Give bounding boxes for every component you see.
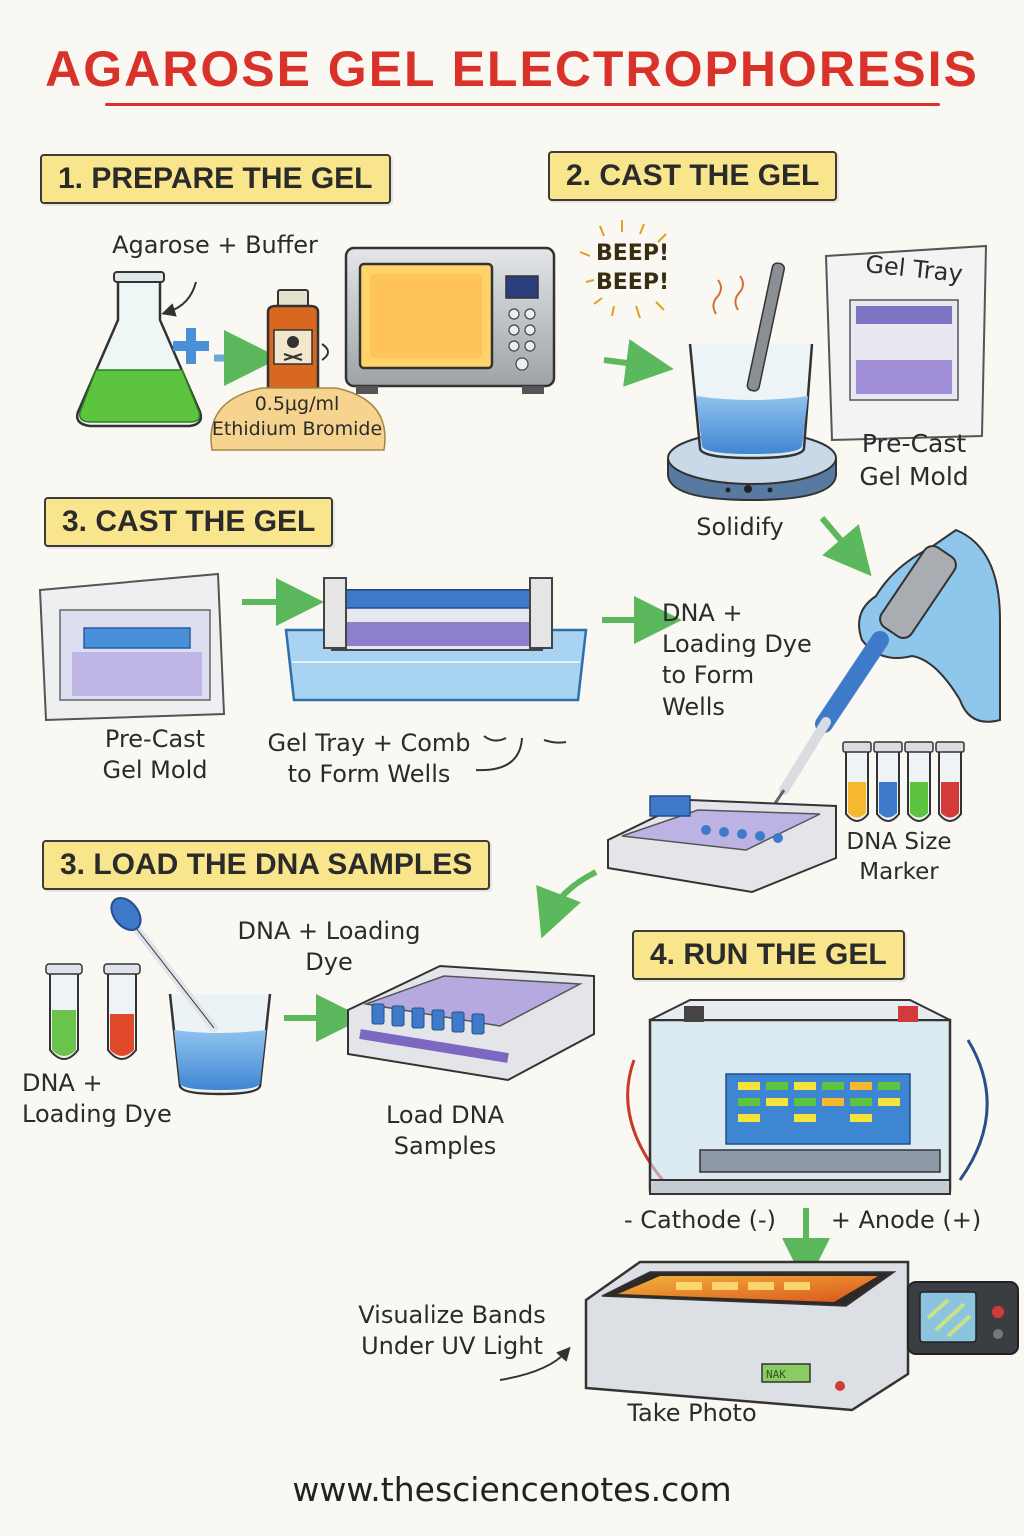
label-solidify: Solidify (696, 513, 784, 541)
label-load-samples: Load DNA Samples (385, 1101, 505, 1161)
label-take-photo: Take Photo (627, 1399, 757, 1427)
label-anode: + Anode (+) (830, 1206, 982, 1234)
website-footer: www.thesciencenotes.com (292, 1470, 732, 1509)
gel-tray-comb-icon (284, 577, 588, 702)
label-dna-dye-center: DNA + Loading Dye (237, 917, 421, 977)
loading-gel-box-icon (607, 795, 837, 894)
electrophoresis-chamber-icon (626, 999, 989, 1195)
label-dna-dye-wells: DNA + Loading Dye to Form Wells (662, 599, 812, 721)
label-platform-icon (210, 387, 386, 451)
label-precast-mold-left: Pre-Cast Gel Mold (102, 725, 208, 785)
pointer-arrow-icon (499, 1346, 571, 1381)
pointer-arrow-icon (161, 281, 197, 317)
uv-transilluminator-icon (584, 1260, 910, 1412)
camera-icon (907, 1281, 1019, 1355)
step-banner-cast-b: 3. CAST THE GEL (44, 497, 334, 547)
squiggle-arrow-icon (475, 735, 567, 772)
label-agarose-buffer: Agarose + Buffer (112, 231, 318, 259)
transilluminator-display: NAK (766, 1368, 786, 1381)
arrow-icon (536, 869, 598, 939)
microwave-icon (344, 246, 556, 394)
step-banner-prepare: 1. PREPARE THE GEL (40, 154, 391, 204)
reagent-bottle-icon (266, 289, 320, 396)
step-banner-cast-a: 2. CAST THE GEL (548, 151, 838, 201)
label-dna-size-marker: DNA Size Marker (846, 829, 952, 885)
loaded-gel-box-icon (347, 964, 595, 1082)
beep-burst-icon (579, 220, 667, 319)
label-dna-dye-left: DNA + Loading Dye (22, 1069, 172, 1129)
arrow-icon (819, 516, 872, 577)
erlenmeyer-flask-icon (76, 271, 203, 428)
arrow-icon (603, 339, 674, 387)
page-title: AGAROSE GEL ELECTROPHORESIS (45, 41, 979, 97)
label-beep: BEEP! BEEP! (596, 241, 669, 295)
gel-mold-package-icon (38, 572, 226, 722)
label-precast-mold-top: Pre-Cast Gel Mold (859, 429, 969, 491)
dna-size-marker-tubes-icon (842, 741, 965, 822)
label-ethidium-bromide: 0.5μg/ml Ethidium Bromide (211, 393, 383, 440)
plus-icon (173, 328, 209, 364)
curved-arrow-icon (321, 343, 329, 361)
sample-tubes-icon (45, 963, 141, 1060)
step-banner-load: 3. LOAD THE DNA SAMPLES (42, 840, 491, 890)
hot-plate-beaker-icon (667, 262, 837, 502)
gel-mold-package-icon (824, 244, 988, 442)
label-tray-comb: Gel Tray + Comb to Form Wells (267, 729, 471, 789)
label-cathode: - Cathode (-) (623, 1206, 777, 1234)
title-underline (105, 103, 940, 106)
label-visualize: Visualize Bands Under UV Light (358, 1301, 546, 1361)
dropper-beaker-icon (110, 897, 272, 1096)
step-banner-run: 4. RUN THE GEL (632, 930, 905, 980)
